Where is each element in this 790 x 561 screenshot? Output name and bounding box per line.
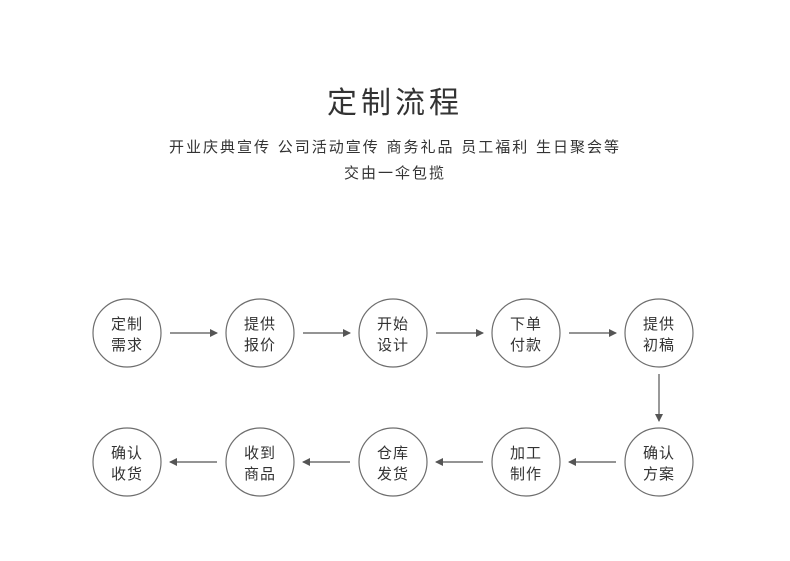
step-label-line-2: 制作 bbox=[510, 465, 542, 483]
step-circle bbox=[491, 298, 561, 368]
step-label-line-1: 下单 bbox=[510, 315, 542, 333]
step-circle bbox=[358, 427, 428, 497]
page-title: 定制流程 bbox=[327, 86, 463, 121]
step-label-line-2: 报价 bbox=[244, 336, 276, 354]
step-label-line-1: 仓库 bbox=[377, 444, 409, 462]
arrow-group bbox=[169, 329, 663, 466]
step-label-line-2: 方案 bbox=[643, 465, 675, 483]
step-label-line-1: 开始 bbox=[377, 315, 409, 333]
step-label-line-1: 定制 bbox=[111, 315, 143, 333]
subtitle-line-2: 交由一伞包揽 bbox=[343, 164, 446, 182]
step-label-line-1: 确认 bbox=[643, 444, 675, 462]
step-label-line-1: 收到 bbox=[244, 444, 276, 462]
step-label-line-2: 付款 bbox=[510, 336, 542, 354]
step-circle bbox=[624, 298, 694, 368]
subtitle-line-1: 开业庆典宣传 公司活动宣传 商务礼品 员工福利 生日聚会等 bbox=[168, 138, 622, 156]
step-circle bbox=[491, 427, 561, 497]
step-label-line-2: 需求 bbox=[111, 336, 143, 354]
step-label-line-2: 初稿 bbox=[643, 336, 675, 354]
step-circle bbox=[92, 427, 162, 497]
step-label-line-1: 提供 bbox=[643, 315, 675, 333]
step-label-line-1: 确认 bbox=[111, 444, 143, 462]
step-label-line-2: 商品 bbox=[244, 465, 276, 483]
step-label-line-2: 设计 bbox=[377, 336, 409, 354]
step-label-line-1: 加工 bbox=[510, 444, 542, 462]
step-circle bbox=[225, 298, 295, 368]
step-circle bbox=[358, 298, 428, 368]
step-circle bbox=[624, 427, 694, 497]
step-circle bbox=[225, 427, 295, 497]
step-label-line-2: 发货 bbox=[377, 465, 409, 483]
step-label-line-2: 收货 bbox=[111, 465, 143, 483]
step-circle bbox=[92, 298, 162, 368]
step-label-line-1: 提供 bbox=[244, 315, 276, 333]
